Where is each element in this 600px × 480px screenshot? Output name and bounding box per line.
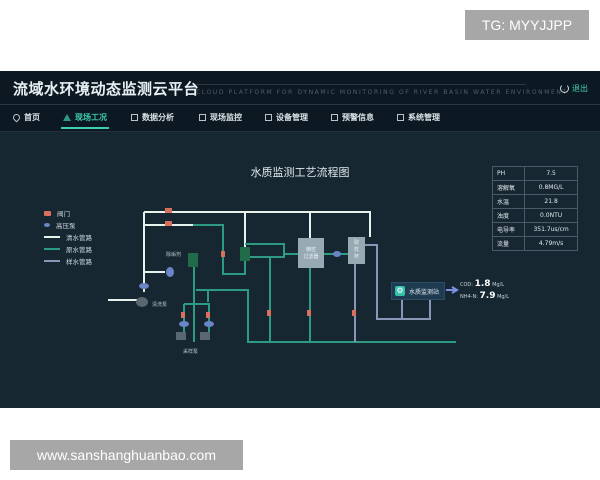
- legend-label: 原水管路: [66, 246, 92, 254]
- station-label: 水质监测站: [409, 288, 440, 296]
- location-pin-icon: [11, 112, 22, 123]
- network-icon: [63, 114, 71, 121]
- valve-icon: [44, 210, 51, 216]
- result-nh4n: NH4-N: 7.9 Mg/L: [460, 291, 510, 301]
- legend-item-sample-water: 样水管路: [44, 255, 92, 267]
- home-settings-icon: [397, 114, 404, 121]
- motors: [136, 297, 210, 340]
- alert-icon: [331, 114, 338, 121]
- subtitle-divider: [196, 84, 526, 85]
- nav-item-site-monitoring[interactable]: 现场监控: [199, 112, 242, 123]
- cup-label-1: 取: [353, 240, 359, 246]
- nav-label: 预警信息: [342, 113, 374, 122]
- raw-water-pipes: [183, 224, 456, 343]
- legend: 阀门 高压泵 清水管路 原水管路 样水管路: [44, 207, 92, 267]
- valves: [165, 208, 356, 318]
- legend-label: 样水管路: [66, 258, 92, 266]
- nav-label: 系统管理: [408, 113, 440, 122]
- watermark-top: TG: MYYJJPP: [465, 10, 589, 40]
- video-icon: [199, 114, 206, 121]
- filter-label-2: 过滤器: [303, 254, 319, 260]
- diagram-title: 水质监测工艺流程图: [250, 166, 350, 179]
- nav-item-home[interactable]: 首页: [11, 112, 40, 123]
- gear-icon: ⚙: [395, 286, 405, 296]
- result-cod: COD: 1.8 Mg/L: [460, 279, 505, 289]
- nav-item-data-analysis[interactable]: 数据分析: [131, 112, 174, 123]
- arrow-icon: [446, 286, 459, 294]
- nav-item-site-conditions[interactable]: 现场工况: [61, 112, 109, 129]
- header: 流域水环境动态监测云平台 CLOUD PLATFORM FOR DYNAMIC …: [0, 71, 600, 105]
- tank-1: [188, 253, 198, 267]
- nav-label: 现场监控: [210, 113, 242, 122]
- logout-label: 退出: [572, 84, 588, 93]
- result-readings: COD: 1.8 Mg/L NH4-N: 7.9 Mg/L: [460, 279, 509, 303]
- power-icon: [560, 84, 569, 93]
- page-subtitle: CLOUD PLATFORM FOR DYNAMIC MONITORING OF…: [196, 89, 568, 96]
- legend-label: 阀门: [57, 210, 70, 218]
- nav-label: 现场工况: [75, 113, 107, 122]
- logout-button[interactable]: 退出: [560, 83, 588, 94]
- legend-label: 高压泵: [56, 222, 76, 230]
- tank-2: [240, 247, 250, 261]
- process-diagram-panel: 水质监测工艺流程图 阀门 高压泵 清水管路 原水管路 样水管路: [0, 132, 600, 408]
- cup-label-2: 样: [353, 247, 359, 253]
- watermark-bottom: www.sanshanghuanbao.com: [10, 440, 243, 470]
- legend-item-raw-water: 原水管路: [44, 243, 92, 255]
- clean-pump-label: 清洗泵: [152, 301, 167, 308]
- sampling-cup[interactable]: 取 样 杯: [348, 237, 365, 264]
- nav-label: 设备管理: [276, 113, 308, 122]
- nav-label: 数据分析: [142, 113, 174, 122]
- device-icon: [265, 114, 272, 121]
- pump-icon: [44, 223, 50, 227]
- nav-item-system-management[interactable]: 系统管理: [397, 112, 440, 123]
- precision-filter[interactable]: 精密 过滤器: [298, 238, 324, 268]
- nav-label: 首页: [24, 113, 40, 122]
- cup-label-3: 杯: [353, 254, 359, 260]
- water-quality-station[interactable]: ⚙ 水质监测站: [391, 282, 445, 300]
- sample-pump-label: 采样泵: [183, 348, 198, 355]
- nav-item-alerts[interactable]: 预警信息: [331, 112, 374, 123]
- legend-item-pump: 高压泵: [44, 219, 92, 231]
- filter-label-1: 精密: [305, 247, 316, 253]
- nav-item-device-management[interactable]: 设备管理: [265, 112, 308, 123]
- legend-item-valve: 阀门: [44, 207, 92, 219]
- monitor-icon: [131, 114, 138, 121]
- page-title: 流域水环境动态监测云平台: [13, 80, 200, 98]
- pumps: [139, 251, 341, 327]
- flow-diagram: 除垢剂 清洗泵 采样泵: [108, 208, 459, 355]
- dosing-label: 除垢剂: [166, 251, 181, 258]
- legend-item-clean-water: 清水管路: [44, 231, 92, 243]
- line-swatch: [44, 248, 60, 250]
- legend-label: 清水管路: [66, 234, 92, 242]
- main-nav: 首页 现场工况 数据分析 现场监控 设备管理 预警信息 系统管理: [0, 105, 600, 132]
- line-swatch: [44, 236, 60, 238]
- line-swatch: [44, 260, 60, 262]
- sample-water-pipes: [354, 244, 431, 342]
- app-window: 流域水环境动态监测云平台 CLOUD PLATFORM FOR DYNAMIC …: [0, 71, 600, 408]
